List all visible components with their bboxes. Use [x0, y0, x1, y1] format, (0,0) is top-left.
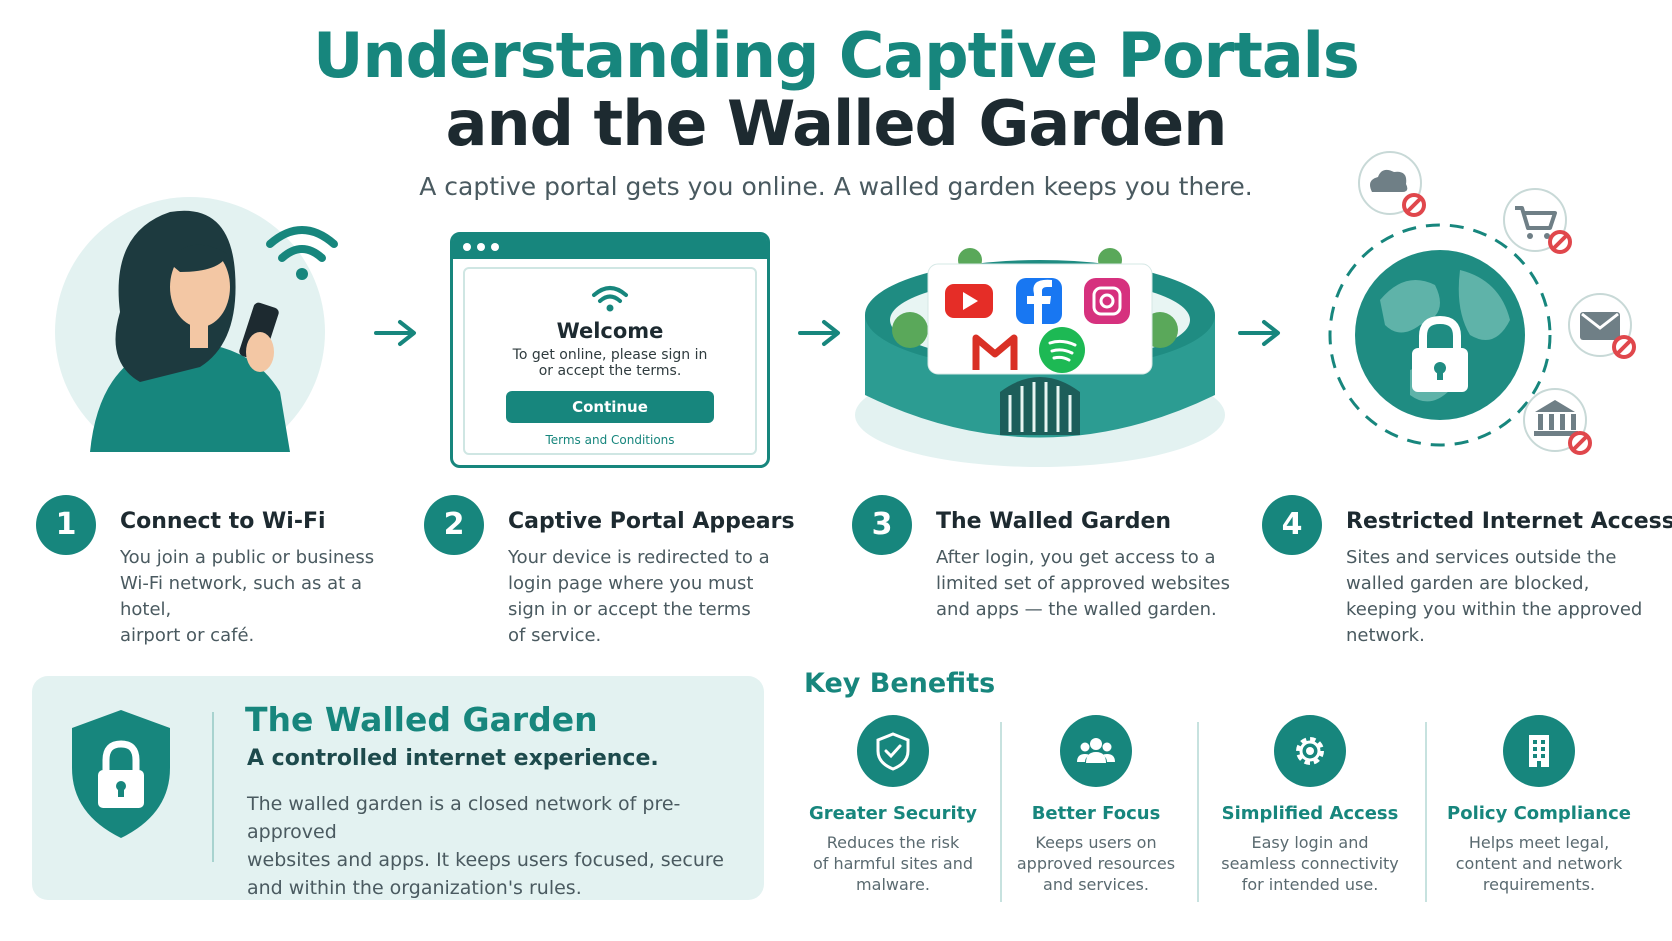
- lock-icon: [1412, 315, 1468, 392]
- step-desc-2: Your device is redirected to a login pag…: [508, 547, 770, 646]
- panel-subtitle: A controlled internet experience.: [247, 746, 659, 771]
- arrow-2-icon: [798, 320, 840, 346]
- step-title-2: Captive Portal Appears: [508, 509, 795, 534]
- benefit-compliance: Policy Compliance Helps meet legal, cont…: [1444, 715, 1634, 895]
- walled-garden-illustration: [855, 248, 1225, 467]
- step-title-3: The Walled Garden: [936, 509, 1172, 534]
- shield-lock-icon: [72, 710, 170, 838]
- page-title: Understanding Captive Portals and the Wa…: [0, 22, 1672, 158]
- wifi-icon: [592, 286, 628, 312]
- gear-icon: [1274, 715, 1346, 787]
- portal-window: Welcome To get online, please sign in or…: [450, 232, 770, 468]
- panel-title: The Walled Garden: [245, 700, 598, 739]
- walled-garden-panel: The Walled Garden A controlled internet …: [32, 676, 764, 900]
- step-desc-4: Sites and services outside the walled ga…: [1346, 547, 1643, 646]
- title-line-2: and the Walled Garden: [445, 87, 1228, 160]
- blocked-cart-icon: [1503, 188, 1572, 254]
- blocked-mail-icon: [1568, 293, 1636, 359]
- benefit-divider: [1197, 722, 1199, 902]
- blocked-bank-icon: [1523, 388, 1592, 455]
- window-title-bar: [453, 235, 767, 259]
- window-dot-icon: [463, 243, 471, 251]
- benefit-desc: Easy login and seamless connectivity for…: [1221, 833, 1399, 894]
- benefit-security: Greater Security Reduces the risk of har…: [798, 715, 988, 895]
- benefit-title: Simplified Access: [1221, 803, 1399, 824]
- shield-check-icon: [857, 715, 929, 787]
- step-number-1: 1: [36, 495, 96, 555]
- blocked-cloud-icon: [1358, 151, 1426, 217]
- benefit-desc: Helps meet legal, content and network re…: [1455, 833, 1623, 894]
- benefit-title: Policy Compliance: [1447, 803, 1631, 824]
- key-benefits-title: Key Benefits: [804, 668, 996, 699]
- page-subtitle: A captive portal gets you online. A wall…: [419, 172, 1253, 201]
- users-icon: [1060, 715, 1132, 787]
- gmail-icon: [972, 334, 1018, 370]
- step-title-1: Connect to Wi-Fi: [120, 509, 326, 534]
- arrow-3-icon: [1238, 320, 1280, 346]
- title-line-1: Understanding Captive Portals: [313, 19, 1360, 92]
- benefit-title: Better Focus: [1031, 803, 1161, 824]
- step-desc-3: After login, you get access to a limited…: [936, 547, 1231, 620]
- portal-instruction-1: To get online, please sign in: [512, 347, 708, 363]
- benefit-divider: [1425, 722, 1427, 902]
- step-number-2: 2: [424, 495, 484, 555]
- window-dot-icon: [491, 243, 499, 251]
- continue-button[interactable]: Continue: [506, 391, 714, 423]
- benefit-title: Greater Security: [808, 803, 977, 824]
- benefit-access: Simplified Access Easy login and seamles…: [1215, 715, 1405, 895]
- step-desc-1: You join a public or business Wi-Fi netw…: [120, 547, 375, 646]
- step-title-4: Restricted Internet Access: [1346, 509, 1672, 534]
- portal-welcome: Welcome: [556, 319, 664, 343]
- panel-divider: [212, 712, 214, 862]
- portal-instruction-2: or accept the terms.: [538, 363, 682, 379]
- benefit-divider: [1000, 722, 1002, 902]
- benefit-desc: Reduces the risk of harmful sites and ma…: [812, 833, 974, 894]
- step-number-3: 3: [852, 495, 912, 555]
- arrow-1-icon: [374, 320, 416, 346]
- benefit-focus: Better Focus Keeps users on approved res…: [1001, 715, 1191, 895]
- restricted-globe-illustration: [1328, 151, 1636, 455]
- building-icon: [1503, 715, 1575, 787]
- terms-link[interactable]: Terms and Conditions: [545, 433, 675, 447]
- benefit-desc: Keeps users on approved resources and se…: [1016, 833, 1176, 894]
- instagram-icon: [1084, 278, 1130, 324]
- window-dot-icon: [477, 243, 485, 251]
- panel-description: The walled garden is a closed network of…: [247, 793, 724, 899]
- step-number-4: 4: [1262, 495, 1322, 555]
- person-phone-illustration: [55, 197, 338, 452]
